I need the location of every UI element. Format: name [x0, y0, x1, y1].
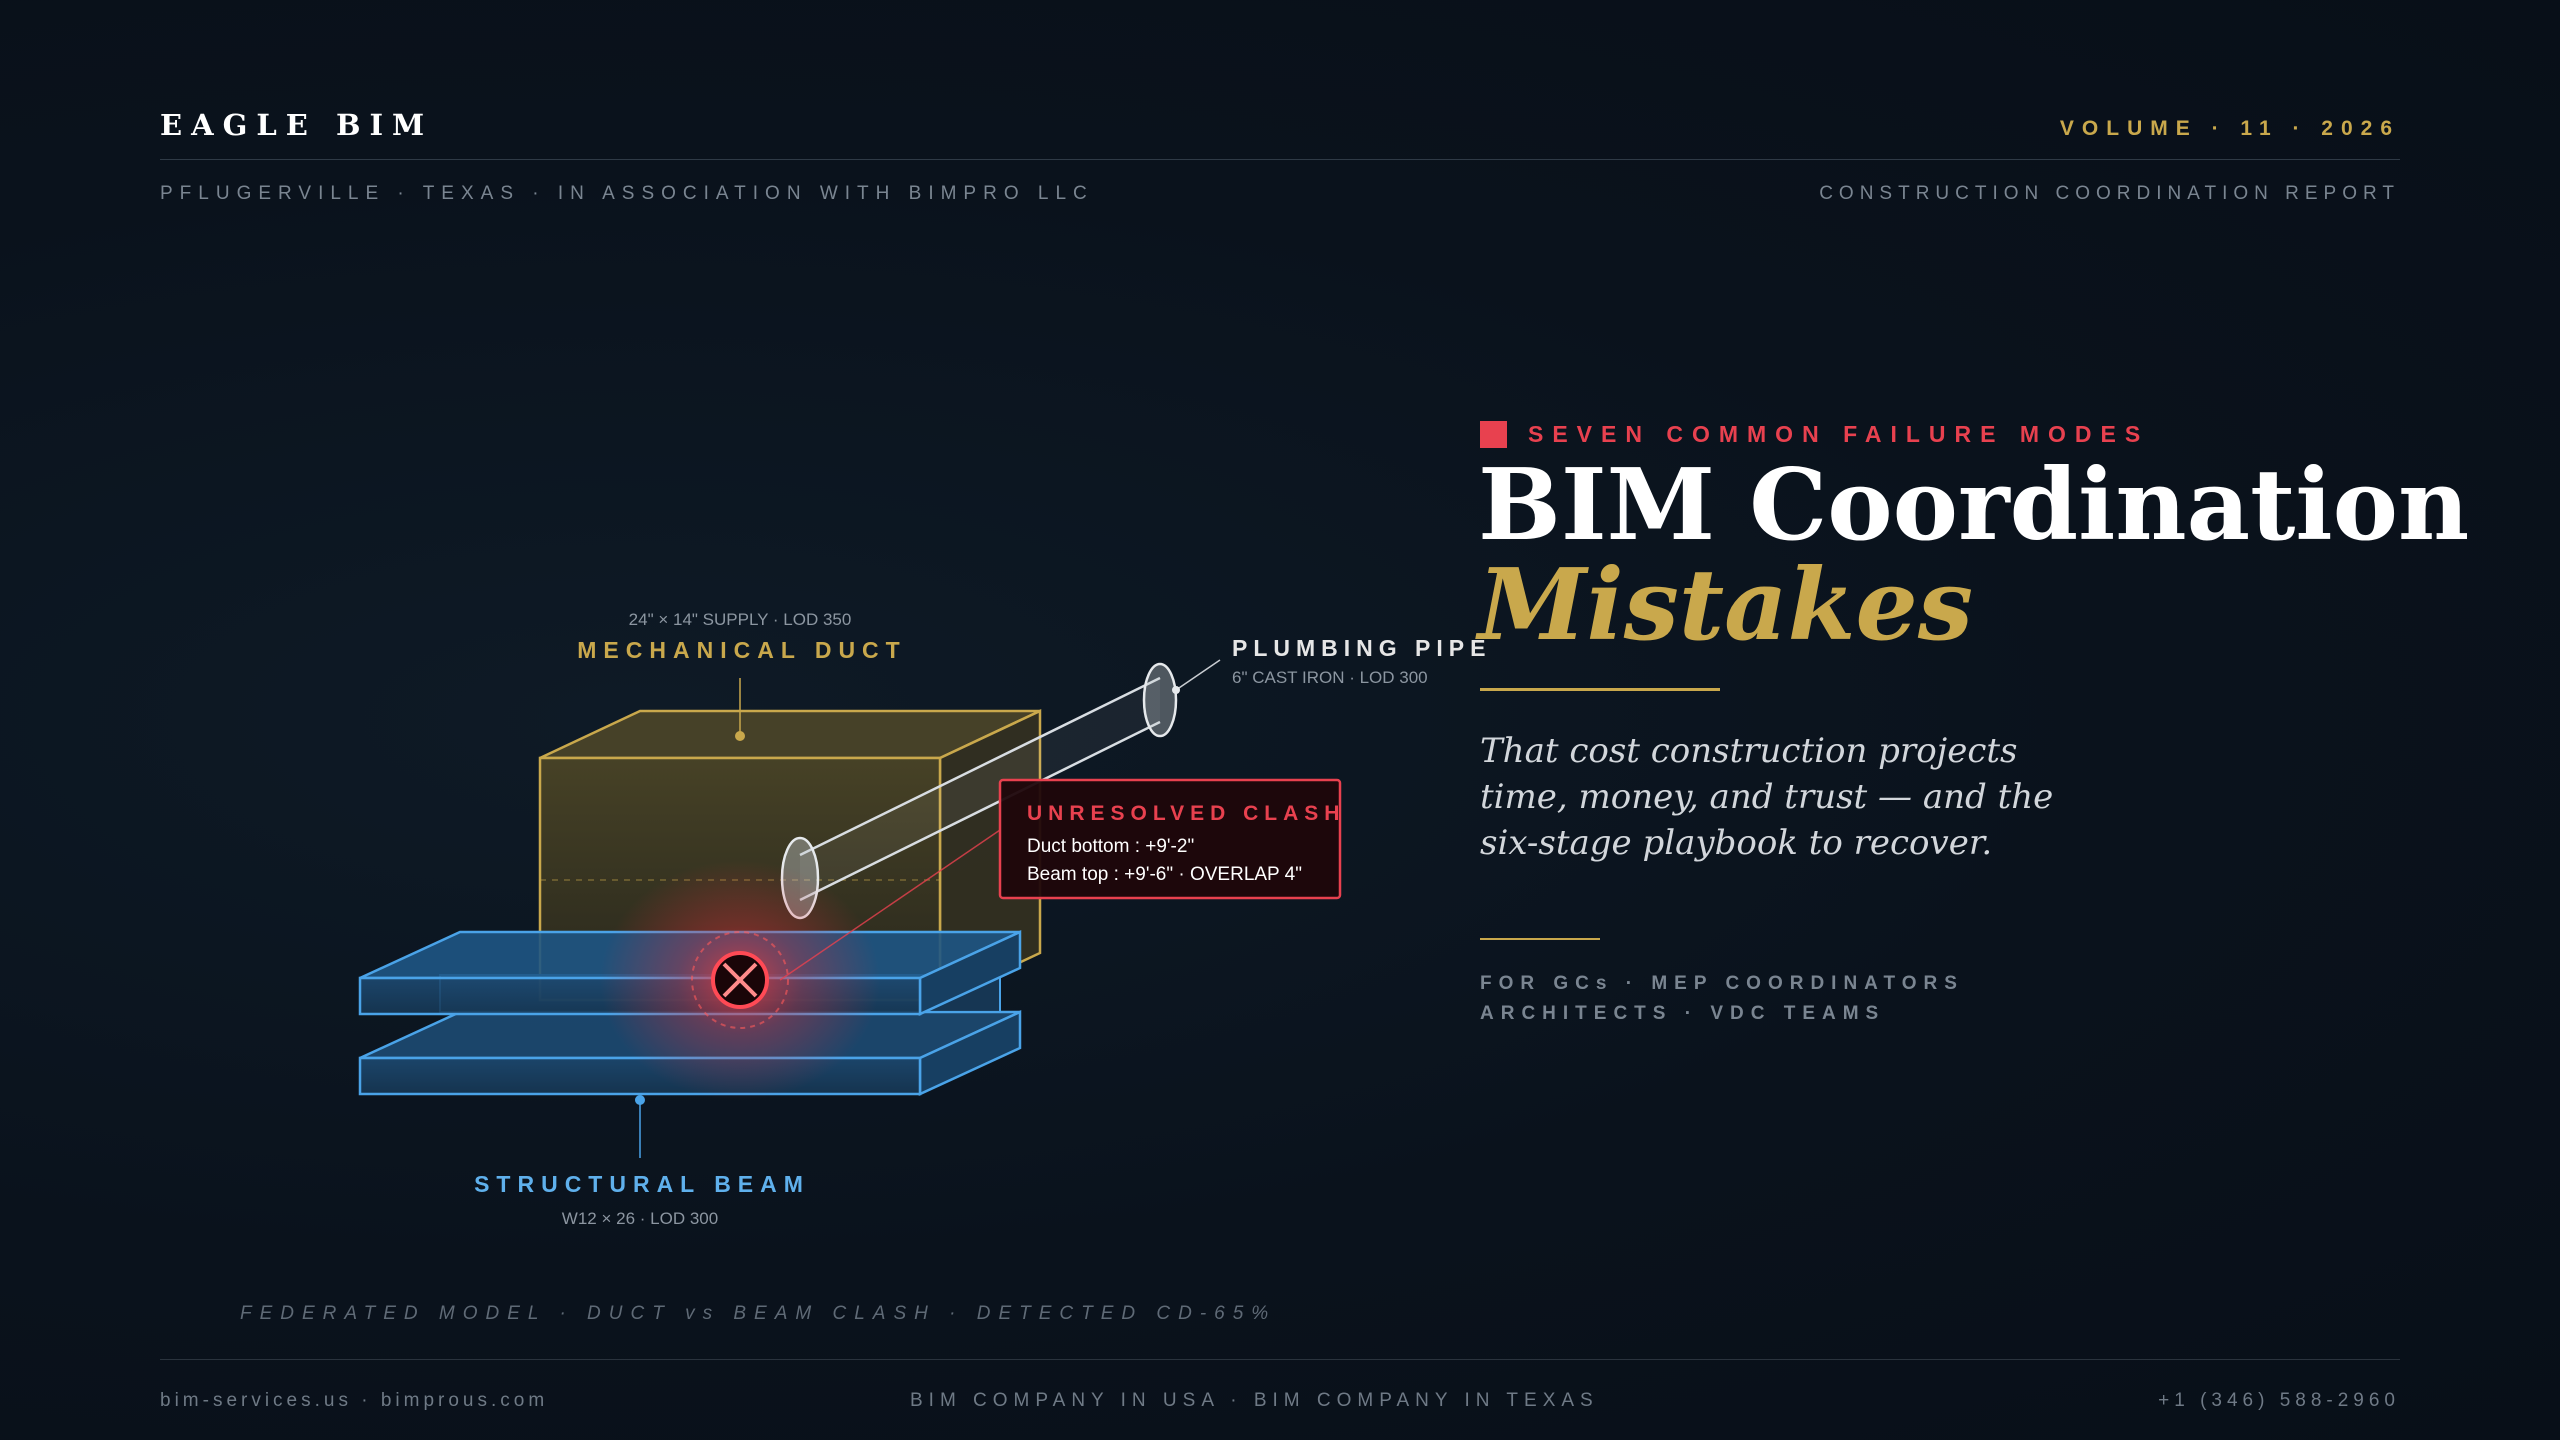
lead-line: six-stage playbook to recover. — [1480, 823, 1993, 863]
lead-paragraph: That cost construction projects time, mo… — [1480, 728, 2100, 866]
duct-label: MECHANICAL DUCT — [577, 637, 906, 663]
audience-divider — [1480, 938, 1600, 940]
lead-line: time, money, and trust — and the — [1480, 777, 2054, 817]
eyebrow-text: SEVEN COMMON FAILURE MODES — [1528, 421, 2150, 447]
location-line: PFLUGERVILLE · TEXAS · IN ASSOCIATION WI… — [160, 183, 1094, 204]
title-underline — [1480, 688, 1720, 691]
footer-websites[interactable]: bim-services.us · bimprous.com — [160, 1390, 549, 1411]
diagram-caption: FEDERATED MODEL · DUCT vs BEAM CLASH · D… — [240, 1303, 1277, 1324]
footer-divider — [160, 1359, 2400, 1360]
eyebrow-square-icon — [1480, 421, 1507, 448]
footer-tagline: BIM COMPANY IN USA · BIM COMPANY IN TEXA… — [910, 1390, 1599, 1411]
page-title: BIM Coordination — [1478, 448, 2470, 563]
pipe-spec: 6" CAST IRON · LOD 300 — [1232, 668, 1428, 687]
page-title-accent: Mistakes — [1478, 548, 1974, 663]
pipe-label: PLUMBING PIPE — [1232, 635, 1491, 661]
brand-name: EAGLE BIM — [160, 108, 434, 142]
clash-detail-beam: Beam top : +9'-6" · OVERLAP 4" — [1027, 864, 1302, 885]
header-divider — [160, 159, 2400, 160]
clash-leader-line — [779, 829, 1001, 981]
lead-line: That cost construction projects — [1480, 731, 2018, 771]
footer-phone[interactable]: +1 (346) 588-2960 — [2158, 1390, 2400, 1411]
clash-marker-icon — [691, 931, 789, 1029]
audience-line: FOR GCs · MEP COORDINATORS — [1480, 973, 1964, 994]
clash-callout: UNRESOLVED CLASH Duct bottom : +9'-2" Be… — [998, 778, 1345, 900]
clash-title: UNRESOLVED CLASH — [1027, 802, 1345, 825]
report-type: CONSTRUCTION COORDINATION REPORT — [1819, 183, 2400, 204]
beam-spec: W12 × 26 · LOD 300 — [562, 1209, 718, 1228]
duct-spec: 24" × 14" SUPPLY · LOD 350 — [629, 610, 852, 629]
volume-label: VOLUME · 11 · 2026 — [2059, 117, 2400, 140]
audience-line: ARCHITECTS · VDC TEAMS — [1480, 1003, 1886, 1024]
clash-detail-duct: Duct bottom : +9'-2" — [1027, 836, 1194, 857]
beam-label: STRUCTURAL BEAM — [474, 1171, 810, 1197]
